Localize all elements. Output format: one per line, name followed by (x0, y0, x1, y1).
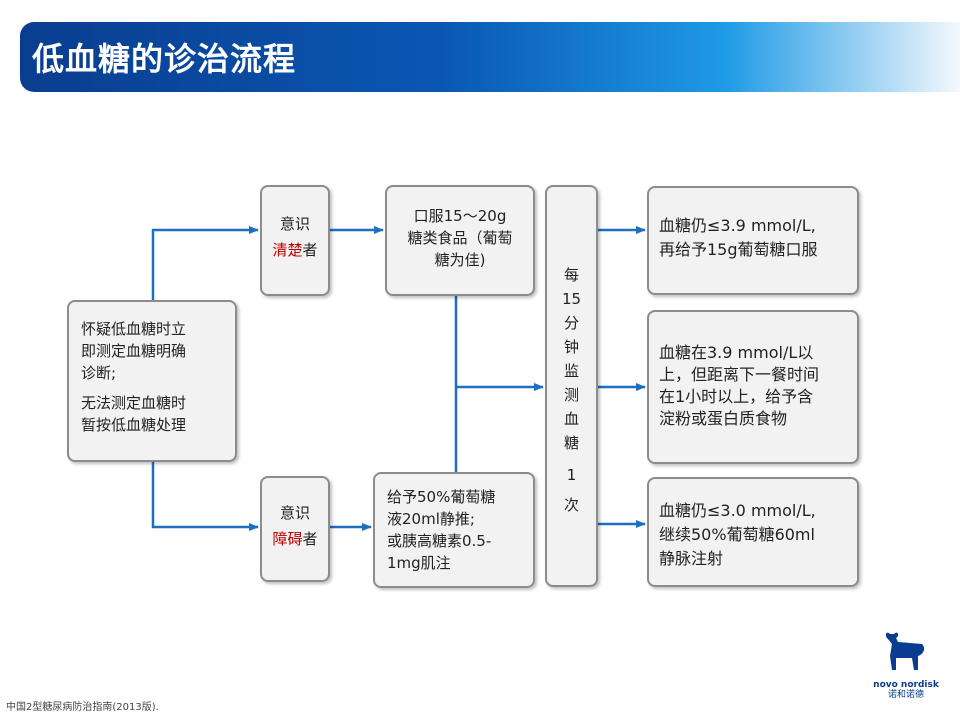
result-low-line-1: 血糖仍≤3.9 mmol/L, (659, 216, 816, 235)
conscious-red-text: 清楚 (272, 241, 303, 259)
brand-name: novo nordisk (873, 680, 939, 690)
connector-start-down (151, 462, 259, 531)
start-line-5: 暂按低血糖处理 (81, 416, 187, 434)
result-low-line-2: 再给予15g葡萄糖口服 (659, 240, 818, 259)
result-low-box: 血糖仍≤3.9 mmol/L, 再给予15g葡萄糖口服 (647, 186, 859, 295)
connector-start-up (151, 226, 259, 300)
result-mid-line-2: 上，但距离下一餐时间 (659, 365, 820, 384)
monitor-char: 钟 (563, 338, 579, 356)
result-severe-line-1: 血糖仍≤3.0 mmol/L, (659, 501, 816, 520)
suspect-hypoglycemia-box: 怀疑低血糖时立 即测定血糖明确 诊断; 无法测定血糖时 暂按低血糖处理 (67, 300, 237, 462)
oral-glucose-box: 口服15～20g 糖类食品（葡萄 糖为佳) (385, 185, 535, 296)
conscious-label: 意识 (279, 215, 310, 233)
result-severe-box: 血糖仍≤3.0 mmol/L, 继续50%葡萄糖60ml 静脉注射 (647, 477, 859, 587)
monitor-glucose-box: 每 15 分 钟 监 测 血 糖 1 次 (545, 185, 598, 587)
iv-line-1: 给予50%葡萄糖 (387, 488, 496, 506)
impaired-state: 障碍者 (262, 526, 328, 552)
result-severe-line-2: 继续50%葡萄糖60ml (659, 525, 815, 544)
iv-line-2: 液20ml静推; (387, 510, 475, 528)
monitor-char: 15 (561, 290, 582, 308)
bull-icon (885, 632, 925, 670)
conscious-suffix: 者 (302, 241, 318, 259)
monitor-char: 1 (566, 466, 577, 484)
oral-line-3: 糖为佳) (434, 251, 486, 269)
result-mid-box: 血糖在3.9 mmol/L以 上，但距离下一餐时间 在1小时以上，给予含 淀粉或… (647, 310, 859, 464)
start-line-3: 诊断; (81, 364, 117, 382)
monitor-char: 糖 (563, 434, 579, 452)
result-severe-line-3: 静脉注射 (659, 549, 724, 568)
impaired-suffix: 者 (302, 530, 318, 548)
oral-line-2: 糖类食品（葡萄 (407, 229, 513, 247)
oral-line-1: 口服15～20g (413, 207, 507, 225)
iv-glucose-box: 给予50%葡萄糖 液20ml静推; 或胰高糖素0.5- 1mg肌注 (373, 472, 535, 588)
monitor-char: 分 (563, 314, 579, 332)
start-line-2: 即测定血糖明确 (81, 342, 187, 360)
impaired-box: 意识 障碍者 (260, 476, 330, 582)
title-bar: 低血糖的诊治流程 (20, 22, 960, 92)
impaired-red-text: 障碍 (272, 530, 303, 548)
source-footnote: 中国2型糖尿病防治指南(2013版). (6, 702, 159, 713)
conscious-box: 意识 清楚者 (260, 185, 330, 296)
result-mid-line-4: 淀粉或蛋白质食物 (659, 409, 788, 428)
monitor-char: 测 (563, 386, 579, 404)
start-line-4: 无法测定血糖时 (81, 394, 187, 412)
impaired-label: 意识 (279, 504, 310, 522)
monitor-char: 每 (563, 266, 579, 284)
conscious-state: 清楚者 (262, 237, 328, 263)
monitor-char: 次 (563, 496, 579, 514)
iv-line-4: 1mg肌注 (387, 554, 451, 572)
iv-line-3: 或胰高糖素0.5- (387, 532, 492, 550)
page-title: 低血糖的诊治流程 (32, 40, 297, 78)
start-line-1: 怀疑低血糖时立 (81, 320, 187, 338)
monitor-char: 血 (563, 410, 579, 428)
company-logo: novo nordisk 诺和诺德 (866, 626, 946, 708)
result-mid-line-1: 血糖在3.9 mmol/L以 (659, 343, 814, 362)
brand-name-cn: 诺和诺德 (887, 690, 924, 700)
result-mid-line-3: 在1小时以上，给予含 (659, 387, 814, 406)
monitor-char: 监 (563, 362, 579, 380)
